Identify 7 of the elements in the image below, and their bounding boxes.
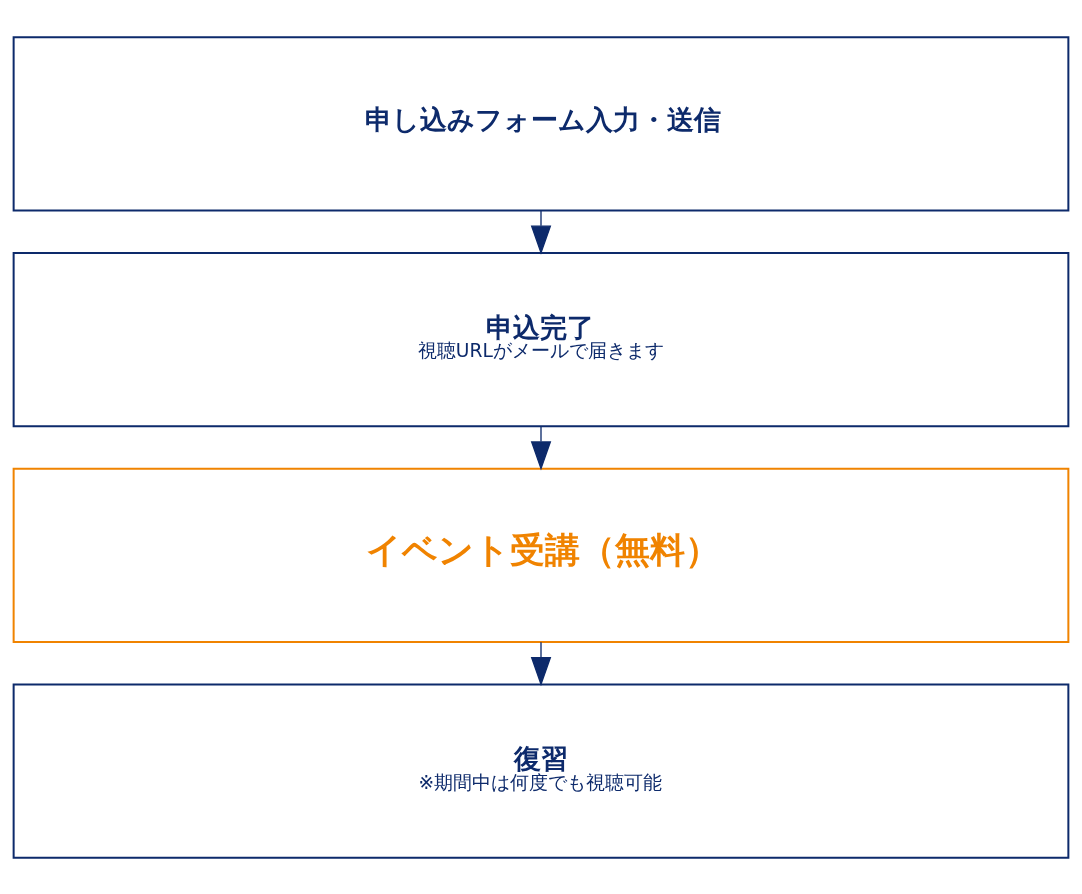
node-box: イベント受講（無料） (12, 467, 1070, 643)
arrow (530, 641, 552, 686)
arrow (530, 209, 552, 255)
node-box: 申し込みフォーム入力・送信 (12, 35, 1070, 211)
node-box: 申込完了 視聴URLがメールで届きます (12, 251, 1070, 427)
node-box: 復習 ※期間中は何度でも視聴可能 (12, 683, 1070, 859)
arrow (530, 425, 552, 471)
